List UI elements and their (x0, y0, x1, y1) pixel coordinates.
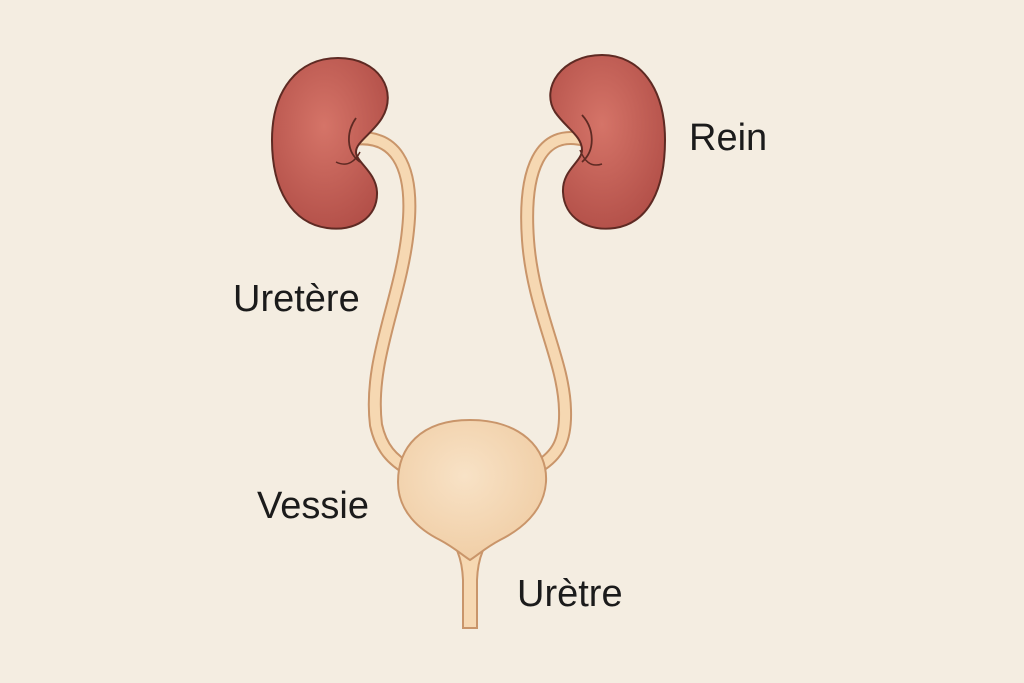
right-kidney (549, 53, 667, 230)
left-ureter (340, 131, 417, 477)
left-kidney (270, 56, 389, 230)
label-ureter: Uretère (233, 278, 360, 320)
label-bladder: Vessie (257, 485, 369, 527)
label-urethra: Urètre (517, 573, 623, 615)
right-ureter (520, 131, 592, 474)
label-kidney: Rein (689, 117, 768, 159)
bladder (396, 418, 548, 562)
